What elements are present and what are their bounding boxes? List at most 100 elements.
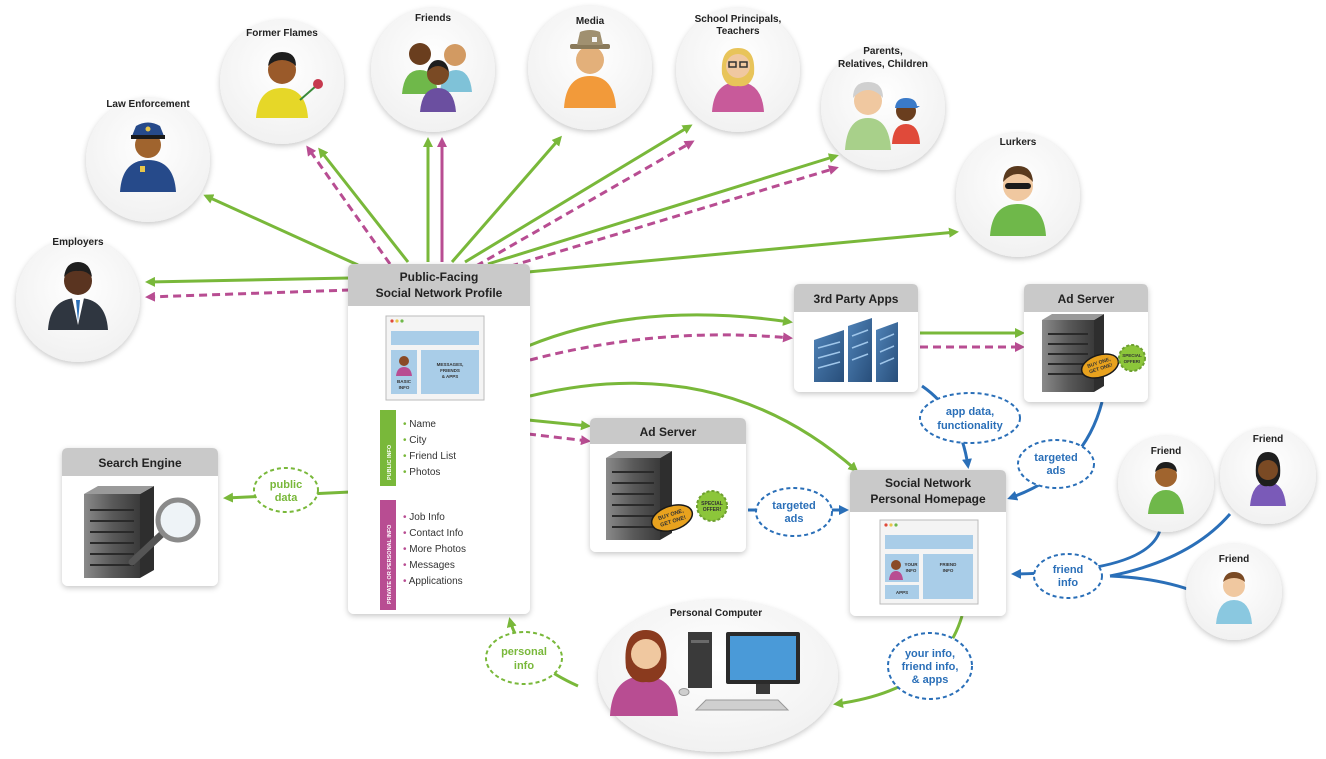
friend-label: Friend <box>1253 434 1284 445</box>
magnifying-glass-icon <box>128 497 201 566</box>
audience-law-enforcement: Law Enforcement <box>86 98 210 222</box>
friend-right-2: Friend <box>1220 428 1316 524</box>
desktop-computer-icon <box>678 632 800 711</box>
school-label-line2: Teachers <box>716 26 760 37</box>
profile-screen-icon: BASIC INFO MESSAGES, FRIENDS & APPS <box>385 315 485 401</box>
friend-right-1: Friend <box>1118 436 1214 532</box>
lurker-icon <box>990 166 1046 236</box>
search-engine-title: Search Engine <box>98 456 182 470</box>
svg-text:app data,: app data, <box>946 406 994 418</box>
businessman-icon <box>48 262 108 330</box>
employers-label: Employers <box>52 237 104 248</box>
list-item: • Friend List <box>403 451 456 462</box>
svg-text:APPS: APPS <box>896 590 908 595</box>
audience-lurkers: Lurkers <box>956 133 1080 257</box>
svg-text:& APPS: & APPS <box>442 374 459 379</box>
rose-icon <box>313 79 323 89</box>
third-party-title: 3rd Party Apps <box>814 292 899 306</box>
parents-label-line2: Relatives, Children <box>838 59 928 70</box>
audience-former-flames: Former Flames <box>220 20 344 144</box>
audience-media: Media <box>528 6 652 130</box>
svg-text:OFFER!: OFFER! <box>1124 359 1141 364</box>
svg-text:friend: friend <box>1053 564 1084 576</box>
list-item: • City <box>403 435 427 446</box>
profile-title-line2: Social Network Profile <box>376 286 503 300</box>
teacher-icon <box>712 48 764 112</box>
audience-school-principals: School Principals, Teachers <box>676 8 800 132</box>
user-person-icon <box>610 630 678 716</box>
friend-person-icon <box>1250 452 1286 506</box>
svg-text:your info,: your info, <box>905 648 955 660</box>
svg-text:info: info <box>514 660 534 672</box>
flow-label-public-data: public data <box>253 467 319 513</box>
svg-text:PUBLIC INFO: PUBLIC INFO <box>387 444 393 480</box>
svg-text:OFFER!: OFFER! <box>703 507 722 513</box>
office-buildings-icon <box>814 318 898 382</box>
public-info-list: • Name • City • Friend List • Photos <box>403 419 456 478</box>
svg-text:YOUR: YOUR <box>904 562 918 567</box>
svg-text:SPECIAL: SPECIAL <box>701 501 723 507</box>
friends-group-icon <box>402 43 472 112</box>
svg-text:targeted: targeted <box>1034 452 1077 464</box>
audience-parents: Parents, Relatives, Children <box>821 46 945 170</box>
server-icon <box>84 486 154 578</box>
third-party-apps-box: 3rd Party Apps <box>794 284 918 392</box>
flow-label-targeted-ads-right: targeted ads <box>1017 439 1095 489</box>
buy-one-badge-icon: BUY ONE, GET ONE! <box>1080 353 1120 379</box>
svg-text:BASIC: BASIC <box>397 379 412 384</box>
flow-label-your-info: your info, friend info, & apps <box>887 632 973 700</box>
law-enforcement-label: Law Enforcement <box>106 99 190 110</box>
homepage-title-line1: Social Network <box>885 476 971 490</box>
svg-text:FRIEND: FRIEND <box>940 562 958 567</box>
friend-label: Friend <box>1219 554 1250 565</box>
search-engine-box: Search Engine <box>62 448 218 586</box>
ad-server-top-title: Ad Server <box>1058 292 1115 306</box>
ad-server-mid-box: Ad Server BUY ONE, GET ONE! SPECIAL OFFE… <box>590 418 746 552</box>
profile-title-line1: Public-Facing <box>400 270 479 284</box>
friend-person-icon <box>1148 462 1184 514</box>
ad-server-mid-title: Ad Server <box>640 425 697 439</box>
svg-text:MESSAGES,: MESSAGES, <box>437 362 464 367</box>
server-icon <box>1042 314 1104 392</box>
reporter-icon <box>564 30 616 108</box>
friend-person-icon <box>1216 572 1252 624</box>
flow-label-targeted-ads-mid: targeted ads <box>755 487 833 537</box>
list-item: • Applications <box>403 576 463 587</box>
svg-text:functionality: functionality <box>937 420 1003 432</box>
friend-right-3: Friend <box>1186 544 1282 640</box>
parents-label-line1: Parents, <box>863 46 903 57</box>
svg-text:INFO: INFO <box>943 568 954 573</box>
lurkers-label: Lurkers <box>1000 137 1037 148</box>
personal-computer-title: Personal Computer <box>670 608 762 619</box>
former-flames-label: Former Flames <box>246 28 318 39</box>
list-item: • Contact Info <box>403 528 464 539</box>
svg-text:public: public <box>270 479 302 491</box>
homepage-screen-icon: YOUR INFO FRIEND INFO APPS <box>879 519 979 605</box>
svg-text:ads: ads <box>1047 465 1066 477</box>
svg-text:friend info,: friend info, <box>902 661 959 673</box>
list-item: • More Photos <box>403 544 466 555</box>
flow-label-friend-info: friend info <box>1033 553 1103 599</box>
list-item: • Job Info <box>403 512 445 523</box>
svg-text:personal: personal <box>501 646 547 658</box>
audience-friends: Friends <box>371 8 495 132</box>
svg-text:FRIENDS: FRIENDS <box>440 368 460 373</box>
svg-text:PRIVATE OR PERSONAL INFO: PRIVATE OR PERSONAL INFO <box>387 524 393 604</box>
list-item: • Name <box>403 419 436 430</box>
svg-text:INFO: INFO <box>399 385 410 390</box>
former-flame-person-icon <box>256 52 323 118</box>
svg-text:ads: ads <box>785 513 804 525</box>
personal-computer: Personal Computer <box>598 600 838 752</box>
outbound-arrows <box>145 124 1232 709</box>
public-info-tab <box>380 410 396 486</box>
friend-label: Friend <box>1151 446 1182 457</box>
svg-text:SPECIAL: SPECIAL <box>1122 353 1142 358</box>
school-label-line1: School Principals, <box>695 14 782 25</box>
personal-homepage-box: Social Network Personal Homepage YOUR IN… <box>850 470 1006 616</box>
police-officer-icon <box>120 122 176 192</box>
list-item: • Messages <box>403 560 455 571</box>
private-info-list: • Job Info • Contact Info • More Photos … <box>403 512 466 587</box>
private-info-tab <box>380 500 396 610</box>
friends-label: Friends <box>415 13 452 24</box>
